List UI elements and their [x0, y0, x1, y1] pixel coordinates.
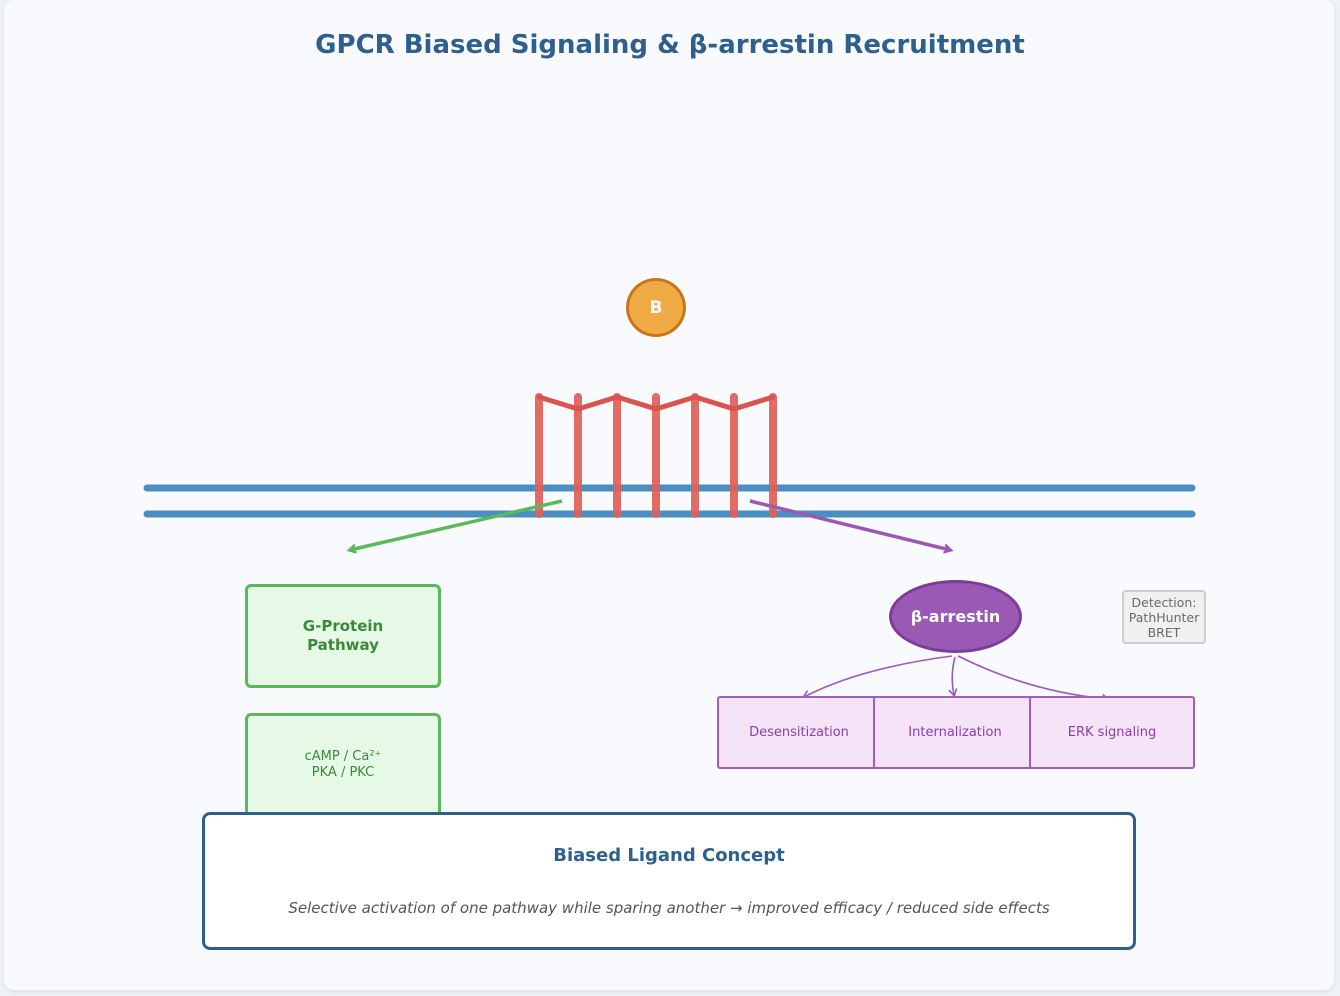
gpcr-receptor	[535, 393, 777, 518]
diagram-title: GPCR Biased Signaling & β-arrestin Recru…	[315, 30, 1025, 60]
second-messenger-box: cAMP / Ca²⁺ PKA / PKC	[245, 713, 441, 817]
arrestin-to-internalization-arrow	[952, 656, 955, 695]
extracellular-loops	[536, 394, 776, 412]
detection-line1: Detection:	[1131, 594, 1197, 610]
concept-title: Biased Ligand Concept	[553, 845, 785, 866]
biased-ligand-concept-panel: Biased Ligand Concept Selective activati…	[202, 812, 1136, 950]
g-protein-label-line2: Pathway	[307, 636, 379, 654]
biased-ligand: B	[626, 278, 686, 337]
g-protein-arrow	[350, 499, 563, 550]
second-messenger-line2: PKA / PKC	[311, 765, 375, 780]
second-messenger-line1: cAMP / Ca²⁺	[304, 749, 382, 764]
arrestin-to-desensitization-arrow	[804, 655, 953, 697]
detection-note: Detection: PathHunter BRET	[1122, 590, 1206, 644]
arrestin-to-erk-arrow	[957, 655, 1108, 699]
g-protein-label-line1: G-Protein	[302, 617, 384, 635]
internalization-box: Internalization	[873, 696, 1037, 769]
concept-description: Selective activation of one pathway whil…	[288, 899, 1050, 917]
detection-line2: PathHunter	[1128, 609, 1200, 625]
detection-line3: BRET	[1147, 624, 1181, 640]
beta-arrestin-node: β-arrestin	[889, 580, 1022, 653]
g-protein-pathway-box: G-Protein Pathway	[245, 584, 441, 688]
desensitization-box: Desensitization	[717, 696, 881, 769]
arrestin-arrow	[749, 499, 950, 550]
erk-signaling-box: ERK signaling	[1029, 696, 1195, 769]
